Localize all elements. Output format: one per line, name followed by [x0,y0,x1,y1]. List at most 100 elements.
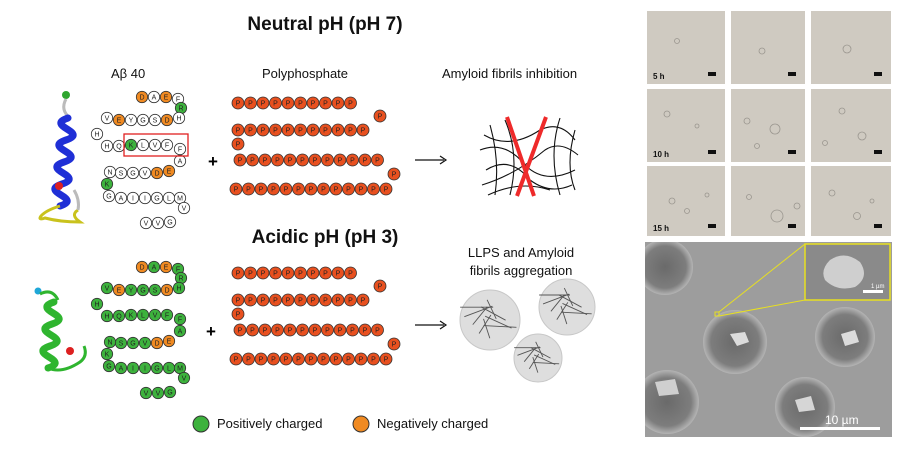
phosphate-bead: P [283,153,297,167]
phosphate-bead: P [294,123,307,137]
svg-text:E: E [164,95,169,102]
svg-text:P: P [271,357,276,364]
svg-text:P: P [288,158,293,165]
phosphate-bead: P [279,182,293,196]
amino-acid-bead: K [100,347,114,361]
phosphate-bead: P [231,123,245,137]
phosphate-bead: P [254,352,268,366]
svg-text:V: V [144,221,149,228]
phosphate-bead: P [317,352,330,366]
micrograph-15h-1: 15 h [647,166,725,236]
svg-text:P: P [350,158,355,165]
phosphate-bead: P [269,293,282,307]
phosphate-bead: P [294,293,307,307]
svg-text:P: P [363,158,368,165]
phosphate-bead: P [267,352,280,366]
phosphate-bead: P [373,279,387,293]
phosphate-bead: P [281,266,295,280]
svg-text:P: P [259,357,264,364]
svg-text:V: V [143,341,148,348]
inhibition-cross-mark [505,116,548,197]
svg-text:A: A [178,329,183,336]
amino-acid-bead: I [126,361,140,375]
phosphate-bead: P [283,323,297,337]
phosphate-bead: P [231,137,245,151]
svg-text:P: P [286,298,291,305]
phosphate-bead: P [373,109,387,123]
amino-acid-bead: G [136,283,150,297]
svg-text:Y: Y [129,118,134,125]
amino-acid-bead: G [126,166,140,180]
svg-text:P: P [325,158,330,165]
svg-text:A: A [119,196,124,203]
svg-text:D: D [139,95,144,102]
svg-text:P: P [263,158,268,165]
svg-text:P: P [263,328,268,335]
phosphate-bead: P [308,323,322,337]
svg-text:V: V [153,313,158,320]
amino-acid-bead: V [148,138,162,152]
svg-text:P: P [296,187,301,194]
svg-text:P: P [325,328,330,335]
svg-text:P: P [273,271,278,278]
svg-text:P: P [284,357,289,364]
svg-text:G: G [140,118,145,125]
phosphate-bead: P [319,293,332,307]
amino-acid-bead: F [171,262,185,276]
svg-text:P: P [346,357,351,364]
svg-text:G: G [154,196,159,203]
phosphate-bead: P [246,153,259,167]
amino-acid-bead: N [103,165,117,179]
svg-text:P: P [311,271,316,278]
neutral-outcome-label: Amyloid fibrils inhibition [442,66,578,81]
svg-text:P: P [238,158,243,165]
svg-text:L: L [167,196,171,203]
svg-text:P: P [248,101,253,108]
micrograph-time-label: 10 h [653,150,670,159]
negative-charge-dot [352,415,370,433]
svg-text:P: P [348,101,353,108]
plus-sign-neutral: + [208,152,218,171]
svg-text:M: M [177,366,183,373]
amino-acid-bead: D [135,260,149,274]
svg-text:P: P [236,142,241,149]
svg-text:I: I [144,366,146,373]
amino-acid-bead: V [151,216,165,230]
amino-acid-bead: M [173,191,187,205]
svg-text:P: P [359,187,364,194]
svg-text:P: P [384,357,389,364]
svg-text:A: A [119,366,124,373]
micrograph-time-label: 15 h [653,224,670,233]
svg-text:F: F [178,317,182,324]
svg-text:A: A [152,265,157,272]
micrograph-time-label: 5 h [653,72,665,81]
svg-text:P: P [371,357,376,364]
svg-text:P: P [336,128,341,135]
svg-text:F: F [176,97,180,104]
amino-acid-bead: E [162,334,176,348]
svg-text:P: P [236,312,241,319]
amino-acid-bead: V [139,216,153,230]
svg-text:P: P [261,271,266,278]
phosphate-bead: P [387,167,401,181]
svg-text:P: P [248,128,253,135]
acidic-ph-title: Acidic pH (pH 3) [251,227,399,248]
svg-text:P: P [392,342,397,349]
svg-text:P: P [286,101,291,108]
amino-acid-bead: G [150,361,164,375]
amino-acid-bead: H [172,111,186,125]
phosphate-bead: P [296,323,309,337]
svg-text:K: K [105,352,110,359]
svg-text:P: P [323,271,328,278]
svg-text:P: P [338,158,343,165]
plus-sign-acidic: + [206,322,216,341]
phosphate-bead: P [346,153,359,167]
svg-text:V: V [153,143,158,150]
amino-acid-bead: V [138,166,152,180]
phosphate-bead: P [304,352,318,366]
phosphate-bead: P [387,337,401,351]
svg-text:P: P [334,357,339,364]
svg-text:P: P [313,328,318,335]
